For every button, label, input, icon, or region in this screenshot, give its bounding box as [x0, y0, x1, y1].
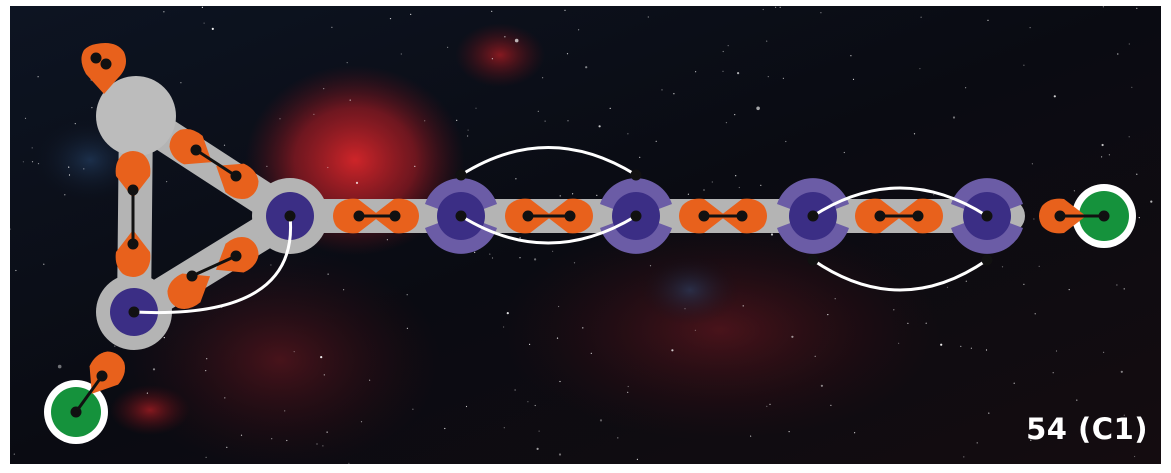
game-board[interactable] [10, 6, 1161, 464]
level-label: 54 (C1) [1000, 412, 1148, 446]
